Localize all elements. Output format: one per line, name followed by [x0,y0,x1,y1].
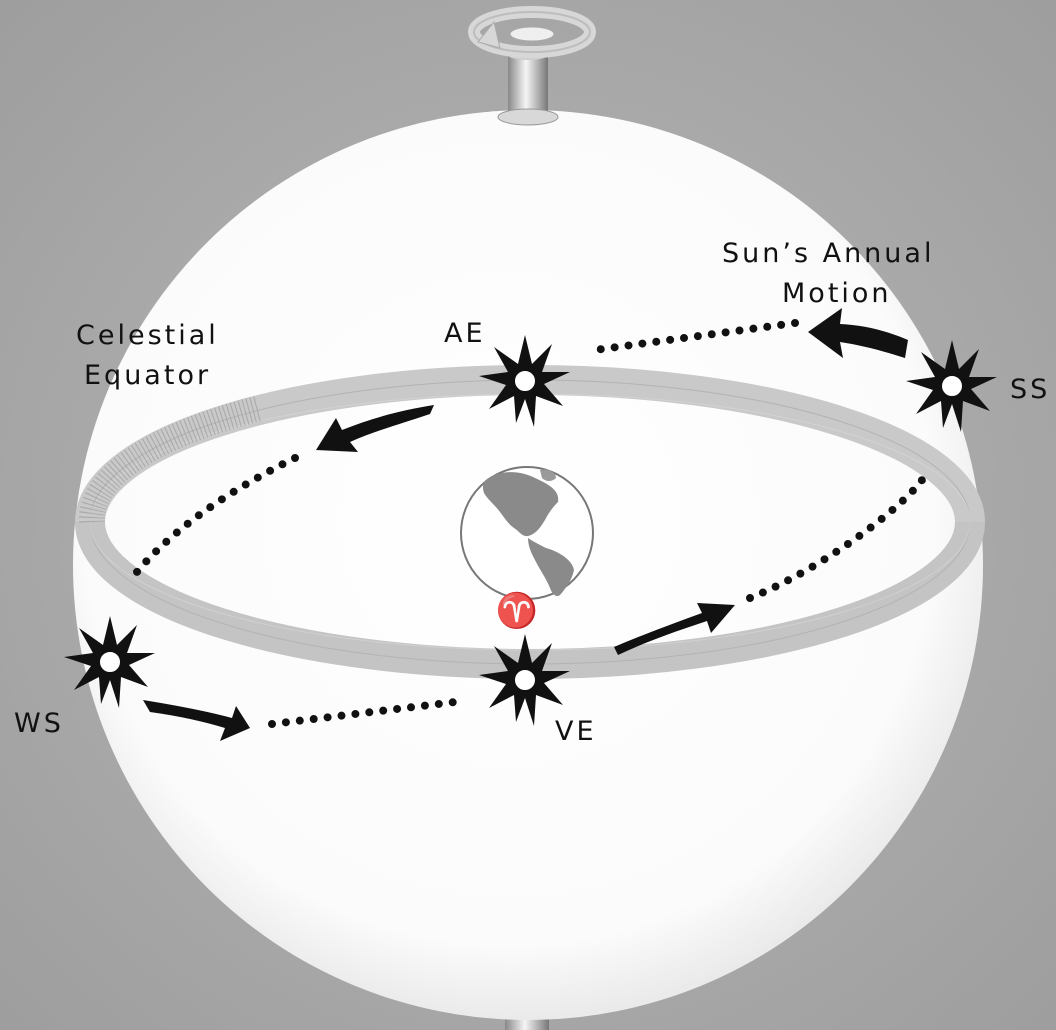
earth-globe [461,467,593,599]
label-ws: WS [14,708,64,739]
label-ae: AE [444,318,486,349]
label-ss: SS [1010,374,1050,405]
aries-symbol: ♈ [496,591,538,631]
label-celestial-equator-line1: Celestial [76,320,219,351]
label-suns-annual-motion-line2: Motion [782,278,892,309]
label-ve: VE [555,716,597,747]
label-suns-annual-motion-line1: Sun’s Annual [722,238,934,269]
label-celestial-equator-line2: Equator [84,360,211,391]
